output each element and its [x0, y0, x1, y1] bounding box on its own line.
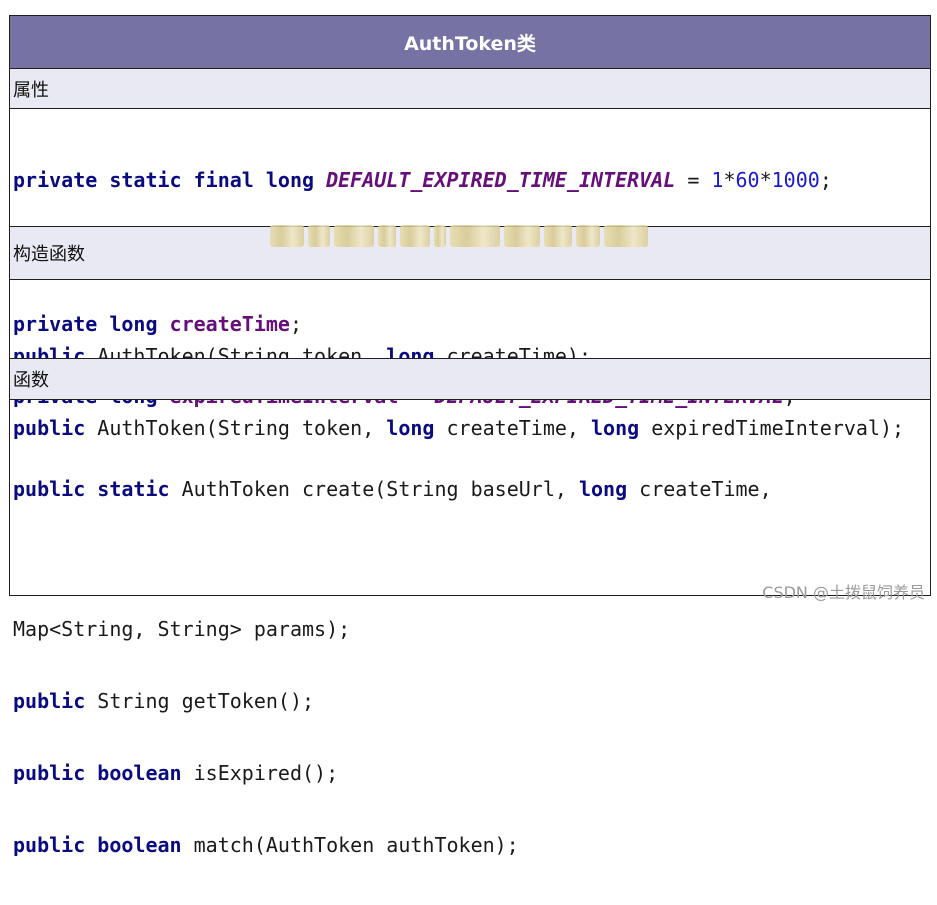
operator: * — [759, 168, 772, 192]
field-name: createTime — [169, 312, 290, 336]
section-attributes-label: 属性 — [13, 79, 49, 101]
number: 1000 — [771, 168, 820, 192]
class-title: AuthToken类 — [10, 16, 930, 69]
constant-name: DEFAULT_EXPIRED_TIME_INTERVAL — [326, 168, 676, 192]
section-functions-label: 函数 — [13, 370, 49, 391]
blank-line — [13, 549, 930, 569]
assign: = — [675, 168, 712, 192]
blurred-redaction — [270, 218, 666, 254]
signature: expiredTimeInterval); — [639, 416, 905, 440]
signature: isExpired(); — [181, 761, 339, 785]
number: 60 — [735, 168, 760, 192]
operator: * — [723, 168, 736, 192]
semicolon: ; — [289, 312, 303, 336]
function-line-1: public static AuthToken create(String ba… — [13, 477, 930, 501]
signature: Map<String, String> params); — [13, 617, 351, 641]
modifier: public static — [13, 477, 170, 501]
signature: match(AuthToken authToken); — [181, 833, 519, 857]
semicolon: ; — [819, 168, 832, 192]
watermark: CSDN @土拨鼠饲养员 — [762, 583, 925, 602]
signature: String getToken(); — [85, 689, 315, 713]
function-line-4: public boolean isExpired(); — [13, 761, 930, 785]
modifier: public — [13, 416, 86, 440]
signature: createTime, — [434, 416, 591, 440]
signature: AuthToken(String token, — [85, 416, 387, 440]
section-attributes-header: 属性 — [10, 68, 930, 109]
modifier: private long — [13, 312, 158, 336]
function-line-2: Map<String, String> params); — [13, 617, 930, 641]
modifier: public — [13, 689, 86, 713]
attribute-line-1: private static final long DEFAULT_EXPIRE… — [13, 168, 930, 192]
class-diagram-box: AuthToken类 属性 private static final long … — [9, 15, 931, 857]
keyword: long — [591, 416, 640, 440]
number: 1 — [711, 168, 724, 192]
signature: createTime, — [627, 477, 772, 501]
keyword: long — [578, 477, 628, 501]
function-line-5: public boolean match(AuthToken authToken… — [13, 833, 930, 857]
signature: AuthToken create(String baseUrl, — [169, 477, 579, 501]
attribute-line-3: private long createTime; — [13, 312, 930, 336]
section-constructors-label: 构造函数 — [13, 244, 85, 265]
function-line-3: public String getToken(); — [13, 689, 930, 713]
modifier: public boolean — [13, 761, 182, 785]
functions-code-block: public static AuthToken create(String ba… — [13, 429, 930, 905]
section-functions-header: 函数 — [10, 358, 930, 400]
constructor-line-2: public AuthToken(String token, long crea… — [13, 416, 930, 440]
keyword: long — [386, 416, 435, 440]
modifier: private static final long — [13, 168, 315, 192]
modifier: public boolean — [13, 833, 182, 857]
